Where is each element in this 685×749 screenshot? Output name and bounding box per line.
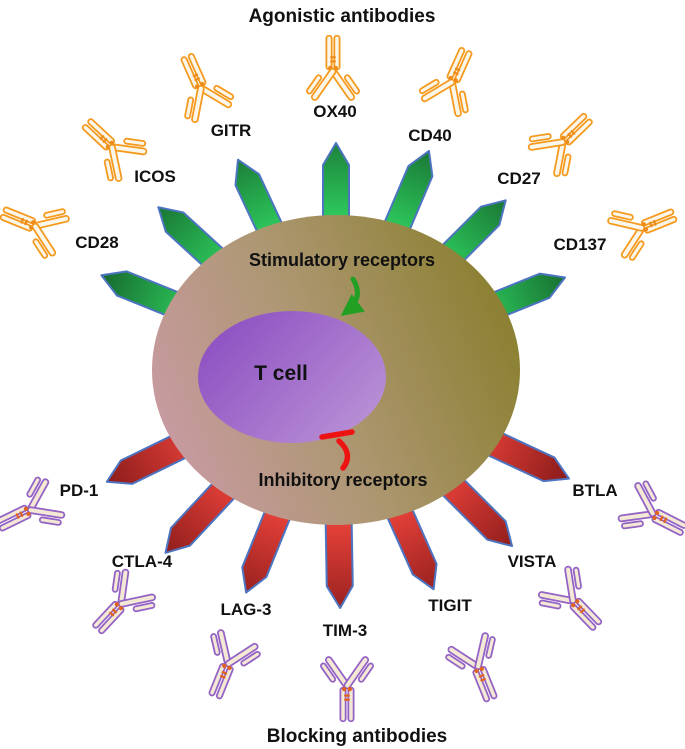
receptor-label-stimulatory: ICOS bbox=[134, 167, 176, 186]
inhibitory-receptors-caption: Inhibitory receptors bbox=[258, 470, 427, 490]
antibody-icon bbox=[92, 568, 156, 635]
antibody-icon bbox=[617, 480, 685, 536]
cell-layer bbox=[152, 215, 520, 525]
antibody-icon bbox=[0, 476, 66, 532]
receptor-label-stimulatory: CD137 bbox=[554, 235, 607, 254]
antibody-icon bbox=[208, 629, 261, 700]
receptor-label-stimulatory: OX40 bbox=[313, 102, 356, 121]
antibody-icon bbox=[418, 47, 473, 118]
antibody-icon bbox=[81, 118, 148, 182]
antibody-icon bbox=[445, 632, 498, 703]
blocking-antibodies-title: Blocking antibodies bbox=[267, 726, 448, 747]
antibody-icon bbox=[527, 112, 593, 178]
antibody-icon bbox=[320, 656, 374, 723]
stimulatory-receptors-caption: Stimulatory receptors bbox=[249, 250, 435, 270]
receptor-labels-layer: CD28 ICOS GITR OX40CD40CD27CD137PD-1CTLA-4L… bbox=[60, 102, 618, 640]
t-cell-nucleus bbox=[198, 311, 386, 443]
antibody-icon bbox=[306, 34, 360, 101]
agonistic-antibodies-title: Agonistic antibodies bbox=[249, 6, 436, 27]
receptor-label-inhibitory: PD-1 bbox=[60, 481, 99, 500]
antibody-icon bbox=[0, 206, 70, 259]
receptor-spike bbox=[322, 142, 350, 225]
antibodies-layer bbox=[0, 34, 685, 723]
t-cell-label: T cell bbox=[254, 362, 308, 385]
receptor-label-inhibitory: CTLA-4 bbox=[112, 552, 173, 571]
receptor-label-stimulatory: GITR bbox=[211, 121, 252, 140]
inhibitory-tbar-icon bbox=[319, 429, 355, 471]
receptor-label-inhibitory: TIM-3 bbox=[323, 621, 367, 640]
receptor-spike bbox=[324, 514, 354, 609]
receptor-label-inhibitory: BTLA bbox=[572, 481, 617, 500]
receptor-label-stimulatory: CD28 bbox=[75, 233, 118, 252]
stimulatory-arrow-icon bbox=[340, 276, 365, 316]
receptor-label-stimulatory: CD40 bbox=[408, 126, 451, 145]
antibody-icon bbox=[180, 53, 235, 124]
receptor-label-inhibitory: VISTA bbox=[508, 552, 557, 571]
antibody-icon bbox=[537, 565, 603, 631]
receptor-label-inhibitory: LAG-3 bbox=[221, 600, 272, 619]
receptor-label-inhibitory: TIGIT bbox=[428, 596, 472, 615]
antibody-icon bbox=[607, 208, 678, 261]
receptor-label-stimulatory: CD27 bbox=[497, 169, 540, 188]
